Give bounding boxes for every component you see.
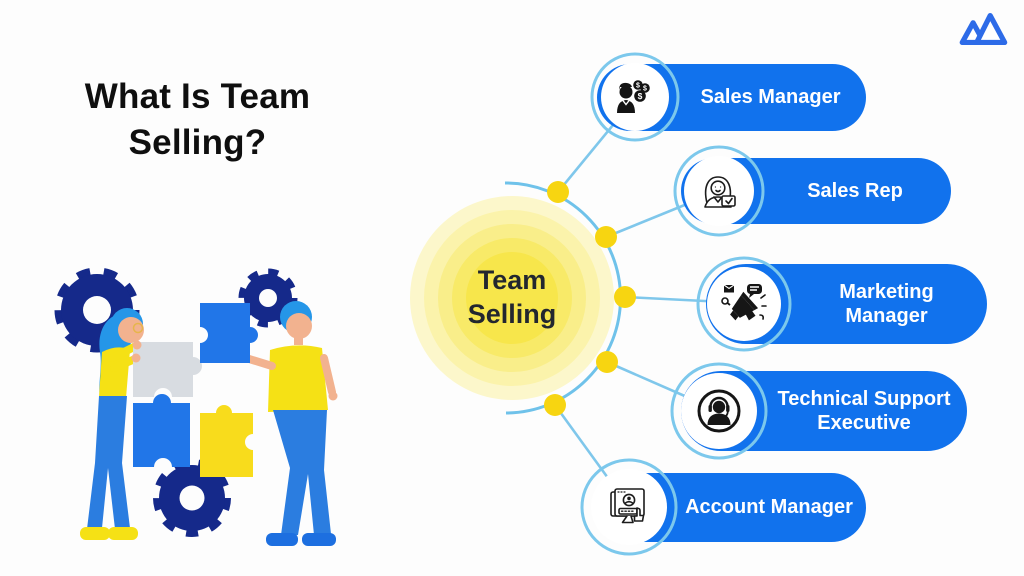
branch-dots <box>544 181 636 416</box>
page-title: What Is Team Selling? <box>84 77 311 163</box>
man-figure <box>242 301 338 546</box>
gear-icon <box>238 268 298 328</box>
team-selling-circle <box>410 196 614 400</box>
node-pill-technical-support: Technical Support Executive <box>681 371 967 451</box>
node-label: Sales Manager <box>700 86 841 109</box>
node-pill-marketing-manager: Marketing Manager <box>706 264 987 344</box>
center-node-label: Team Selling <box>467 265 557 329</box>
node-pill-account-manager: Account Manager <box>594 473 866 542</box>
node-label: Sales Rep <box>807 179 903 202</box>
node-pill-sales-rep: Sales Rep <box>681 158 951 224</box>
woman-hand <box>132 340 142 350</box>
mountain-m-logo-icon <box>959 12 1008 46</box>
node-label: Marketing Manager <box>839 280 934 327</box>
puzzle-piece-yellow <box>200 405 253 477</box>
teamwork-puzzle-illustration <box>54 267 338 546</box>
node-label: Account Manager <box>685 496 853 519</box>
puzzle-piece-gray <box>133 342 202 397</box>
node-label: Technical Support Executive <box>777 387 951 434</box>
gear-icon <box>153 459 231 537</box>
woman-hand <box>131 353 141 363</box>
puzzle-piece-blue-top <box>200 303 258 363</box>
node-pill-sales-manager: Sales Manager <box>597 64 866 131</box>
puzzle-piece-blue <box>133 394 190 467</box>
woman-figure <box>80 308 144 540</box>
